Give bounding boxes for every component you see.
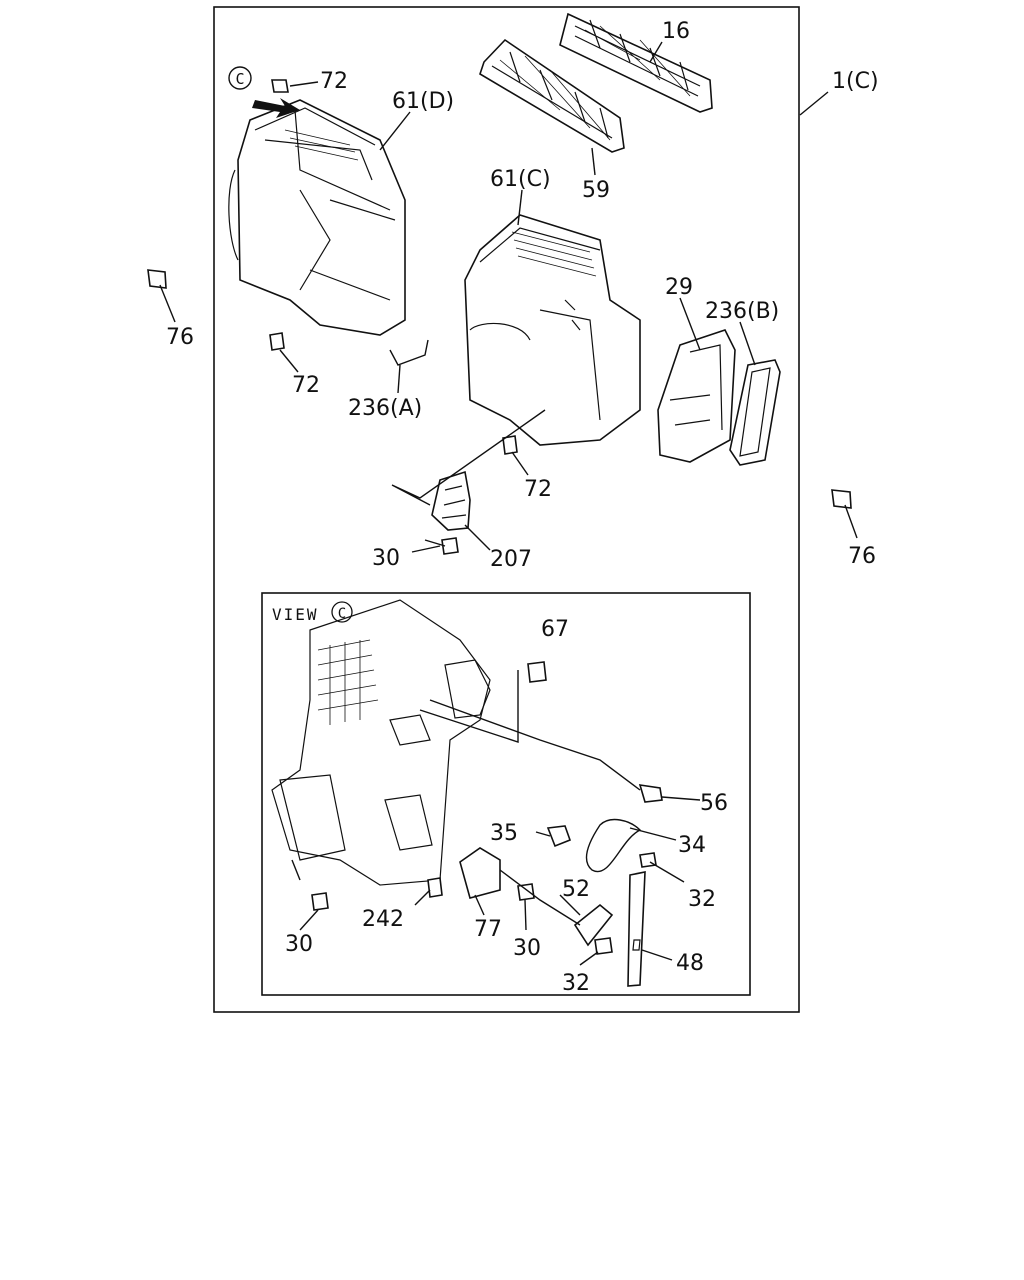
callouts-inset: 67 56 35 34 32 52 242 77 30 30 48 32	[285, 617, 728, 996]
callout-72a: 72	[320, 69, 348, 94]
callout-16: 16	[662, 19, 690, 44]
view-c-marker: C	[228, 66, 252, 90]
part-screw-30c[interactable]	[517, 883, 535, 901]
callout-72c: 72	[524, 477, 552, 502]
callout-56: 56	[700, 791, 728, 816]
callouts-top: 16 72 61(D) 1(C) 61(C) 59 29 236(B) 76 7…	[166, 19, 879, 572]
callout-61c: 61(C)	[490, 167, 551, 192]
part-clip-56[interactable]	[638, 784, 663, 803]
callout-76b: 76	[848, 544, 876, 569]
callout-30c: 30	[513, 936, 541, 961]
svg-text:C: C	[235, 70, 244, 88]
leader-lines-inset	[291, 670, 701, 966]
callout-52: 52	[562, 877, 590, 902]
part-clip-67[interactable]	[527, 661, 547, 683]
callout-1c: 1(C)	[832, 69, 879, 94]
part-wire-236a[interactable]	[389, 339, 429, 366]
part-case-61c[interactable]	[464, 214, 641, 446]
leader-lines-top	[159, 41, 858, 553]
callout-76a: 76	[166, 325, 194, 350]
part-screw-30a[interactable]	[424, 537, 459, 555]
part-actuator-77[interactable]	[459, 847, 501, 899]
part-lever-35[interactable]	[546, 825, 572, 848]
callout-30b: 30	[285, 932, 313, 957]
part-bracket-76b[interactable]	[831, 489, 852, 509]
part-clip-72b[interactable]	[269, 332, 285, 351]
callout-67: 67	[541, 617, 569, 642]
callout-48: 48	[676, 951, 704, 976]
part-actuator-207[interactable]	[431, 470, 471, 531]
callout-59: 59	[582, 178, 610, 203]
part-cable-34[interactable]	[585, 818, 642, 873]
callout-242: 242	[362, 907, 404, 932]
callout-61d: 61(D)	[392, 89, 454, 114]
view-c-title: VIEW C	[272, 601, 353, 624]
callout-30a: 30	[372, 546, 400, 571]
part-link-48[interactable]	[627, 871, 646, 987]
callout-34: 34	[678, 833, 706, 858]
svg-text:C: C	[338, 606, 346, 622]
view-c-inset-frame	[261, 592, 751, 996]
callout-236b: 236(B)	[705, 299, 779, 324]
callout-207: 207	[490, 547, 532, 572]
outer-frame	[213, 6, 800, 1013]
callout-77: 77	[474, 917, 502, 942]
part-clip-72c[interactable]	[502, 435, 518, 455]
part-filter-59[interactable]	[479, 38, 625, 153]
arrow-icon	[252, 98, 300, 118]
connector-lines-207	[391, 409, 546, 506]
callout-72b: 72	[292, 373, 320, 398]
part-screw-32b[interactable]	[594, 937, 613, 955]
part-clip-242[interactable]	[427, 877, 443, 898]
part-clip-72a[interactable]	[271, 79, 289, 93]
part-bracket-76a[interactable]	[147, 269, 167, 289]
callout-35: 35	[490, 821, 518, 846]
inset-case-body[interactable]	[271, 599, 491, 886]
callout-29: 29	[665, 275, 693, 300]
callout-32b: 32	[562, 971, 590, 996]
callout-236a: 236(A)	[348, 396, 422, 421]
part-bracket-52[interactable]	[573, 903, 614, 947]
part-case-61d[interactable]	[228, 99, 406, 336]
part-seal-236b[interactable]	[729, 359, 781, 466]
svg-text:VIEW: VIEW	[272, 605, 319, 624]
callout-32a: 32	[688, 887, 716, 912]
part-door-29[interactable]	[657, 329, 736, 463]
part-screw-30b[interactable]	[311, 892, 329, 911]
part-filter-16[interactable]	[559, 12, 713, 113]
